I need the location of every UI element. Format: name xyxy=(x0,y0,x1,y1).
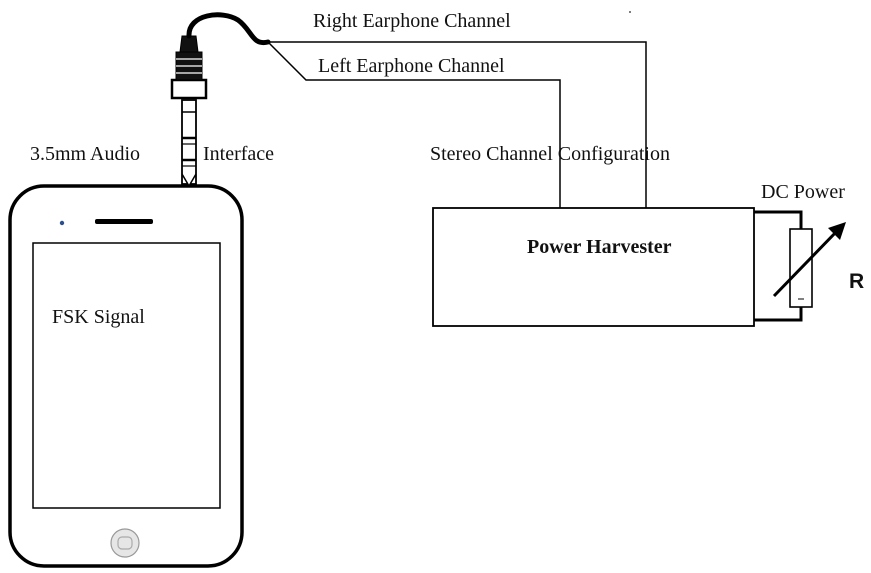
left-channel-label: Left Earphone Channel xyxy=(318,55,505,77)
stereo-config-label: Stereo Channel Configuration xyxy=(430,143,670,165)
variable-resistor-icon xyxy=(772,222,846,308)
audio-jack-plug-icon xyxy=(170,12,271,188)
power-harvester-block: Power Harvester xyxy=(432,207,755,327)
power-harvester-label: Power Harvester xyxy=(527,236,672,258)
phone-screen xyxy=(32,242,221,509)
resistor-label: R xyxy=(849,270,864,293)
dc-power-label: DC Power xyxy=(761,181,845,203)
audio-label-left: 3.5mm Audio xyxy=(30,143,140,165)
right-channel-wire xyxy=(268,41,647,208)
phone-home-button xyxy=(110,528,140,558)
stray-dot xyxy=(629,11,631,13)
phone-speaker-slot xyxy=(95,219,153,224)
right-channel-label: Right Earphone Channel xyxy=(313,10,511,32)
audio-label-right: Interface xyxy=(203,143,274,165)
phone-camera-dot xyxy=(59,220,65,226)
left-channel-wire xyxy=(267,41,561,208)
dc-output-wires xyxy=(754,210,803,322)
fsk-signal-label: FSK Signal xyxy=(52,306,145,328)
smartphone: FSK Signal xyxy=(8,184,244,568)
